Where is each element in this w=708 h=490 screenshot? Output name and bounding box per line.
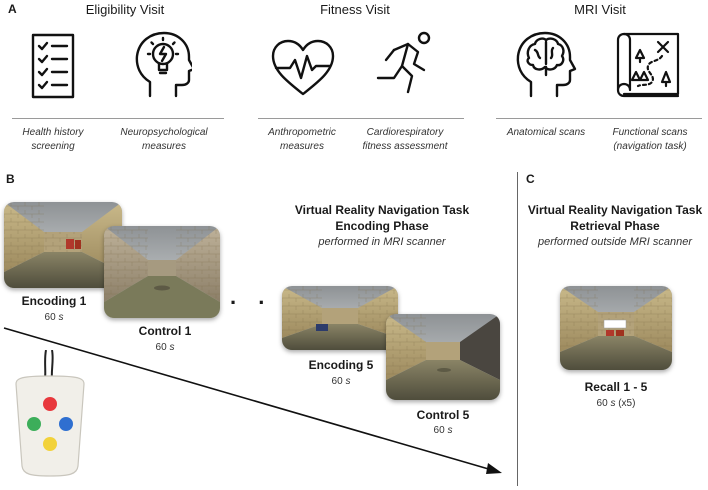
mri-divider xyxy=(496,118,702,119)
encoding-1-label: Encoding 1 xyxy=(21,294,87,308)
red-button xyxy=(43,397,57,411)
caption-anatomical: Anatomical scans xyxy=(506,127,586,138)
panel-c-letter: C xyxy=(526,172,535,186)
eligibility-visit-title: Eligibility Visit xyxy=(85,2,165,17)
recall-scene xyxy=(560,286,672,370)
panel-a-letter: A xyxy=(8,2,17,16)
green-button xyxy=(27,417,41,431)
recall-duration: 60 s (x5) xyxy=(596,398,636,409)
encoding-5-duration: 60 s xyxy=(331,376,351,387)
yellow-button xyxy=(43,437,57,451)
runner-icon xyxy=(372,30,438,96)
encoding-task-subtitle: performed in MRI scanner xyxy=(318,236,446,248)
caption-functional: Functional scans(navigation task) xyxy=(612,127,688,152)
button-box-controller xyxy=(10,349,90,485)
mri-visit-title: MRI Visit xyxy=(574,2,626,17)
encoding-5-label: Encoding 5 xyxy=(308,358,374,372)
brain-head-icon xyxy=(515,30,577,98)
blue-button xyxy=(59,417,73,431)
encoding-1-duration: 60 s xyxy=(44,312,64,323)
time-arrow xyxy=(3,327,502,474)
control-1-duration: 60 s xyxy=(155,342,175,353)
control-5-duration: 60 s xyxy=(433,425,453,436)
heart-pulse-icon xyxy=(270,38,336,98)
panel-divider xyxy=(517,172,518,486)
control-5-label: Control 5 xyxy=(416,408,470,422)
encoding-5-scene xyxy=(282,286,398,350)
fitness-visit-title: Fitness Visit xyxy=(320,2,390,17)
fitness-divider xyxy=(258,118,464,119)
control-1-label: Control 1 xyxy=(138,324,192,338)
encoding-1-scene xyxy=(4,202,122,288)
control-1-scene xyxy=(104,226,220,318)
treasure-map-icon xyxy=(612,32,684,98)
panel-b-letter: B xyxy=(6,172,15,186)
checklist-icon xyxy=(30,32,76,100)
recall-label: Recall 1 - 5 xyxy=(584,380,648,394)
eligibility-divider xyxy=(12,118,224,119)
lightbulb-head-icon xyxy=(134,30,192,98)
control-5-scene xyxy=(386,314,500,400)
retrieval-task-subtitle: performed outside MRI scanner xyxy=(537,236,693,248)
